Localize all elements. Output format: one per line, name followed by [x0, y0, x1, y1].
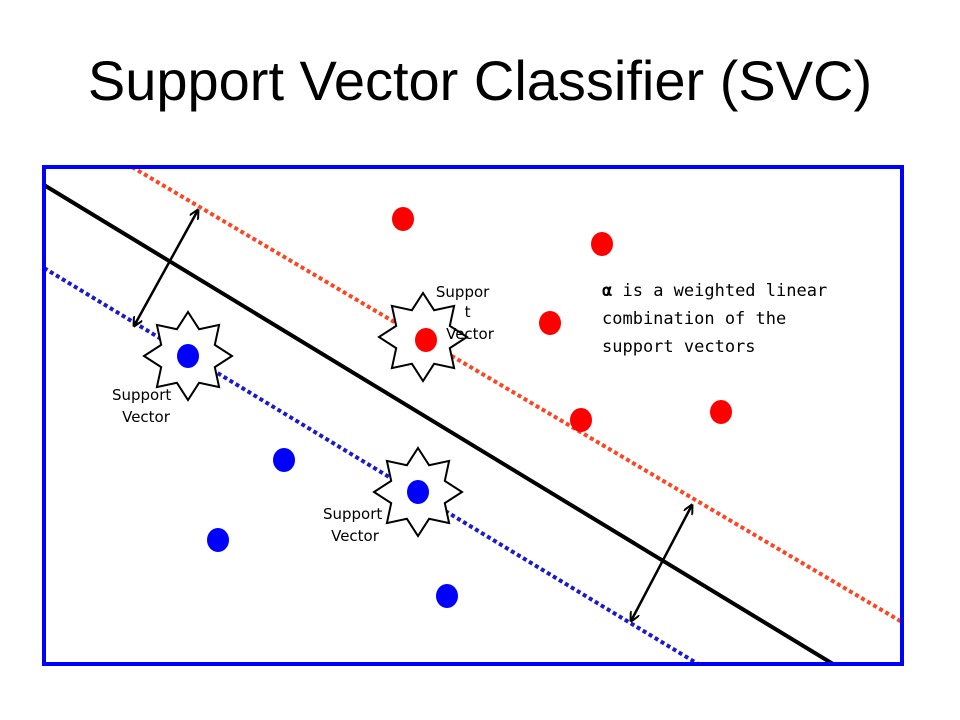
margin-width-arrow-left: [134, 210, 198, 326]
red-point: [570, 408, 592, 432]
plot-frame: [42, 165, 904, 666]
slide-title: Support Vector Classifier (SVC): [87, 49, 873, 112]
support-vector-label-top: Suppor t Vector: [436, 283, 495, 343]
negative-margin-line: [44, 266, 700, 664]
margin-width-arrow-right: [631, 505, 692, 621]
alpha-symbol: α: [602, 281, 612, 301]
blue-point: [207, 528, 229, 552]
blue-point: [177, 344, 199, 368]
blue-point: [273, 448, 295, 472]
red-point: [710, 400, 732, 424]
blue-point: [436, 584, 458, 608]
support-vector-label-left: Support Vector: [112, 386, 176, 426]
annotation-text: α is a weighted linear combination of th…: [602, 281, 837, 357]
red-point: [539, 311, 561, 335]
red-point: [415, 328, 437, 352]
positive-margin-line: [130, 167, 902, 624]
red-point: [392, 207, 414, 231]
support-vector-label-bottom: Support Vector: [323, 505, 387, 545]
blue-point: [407, 480, 429, 504]
red-point: [591, 232, 613, 256]
